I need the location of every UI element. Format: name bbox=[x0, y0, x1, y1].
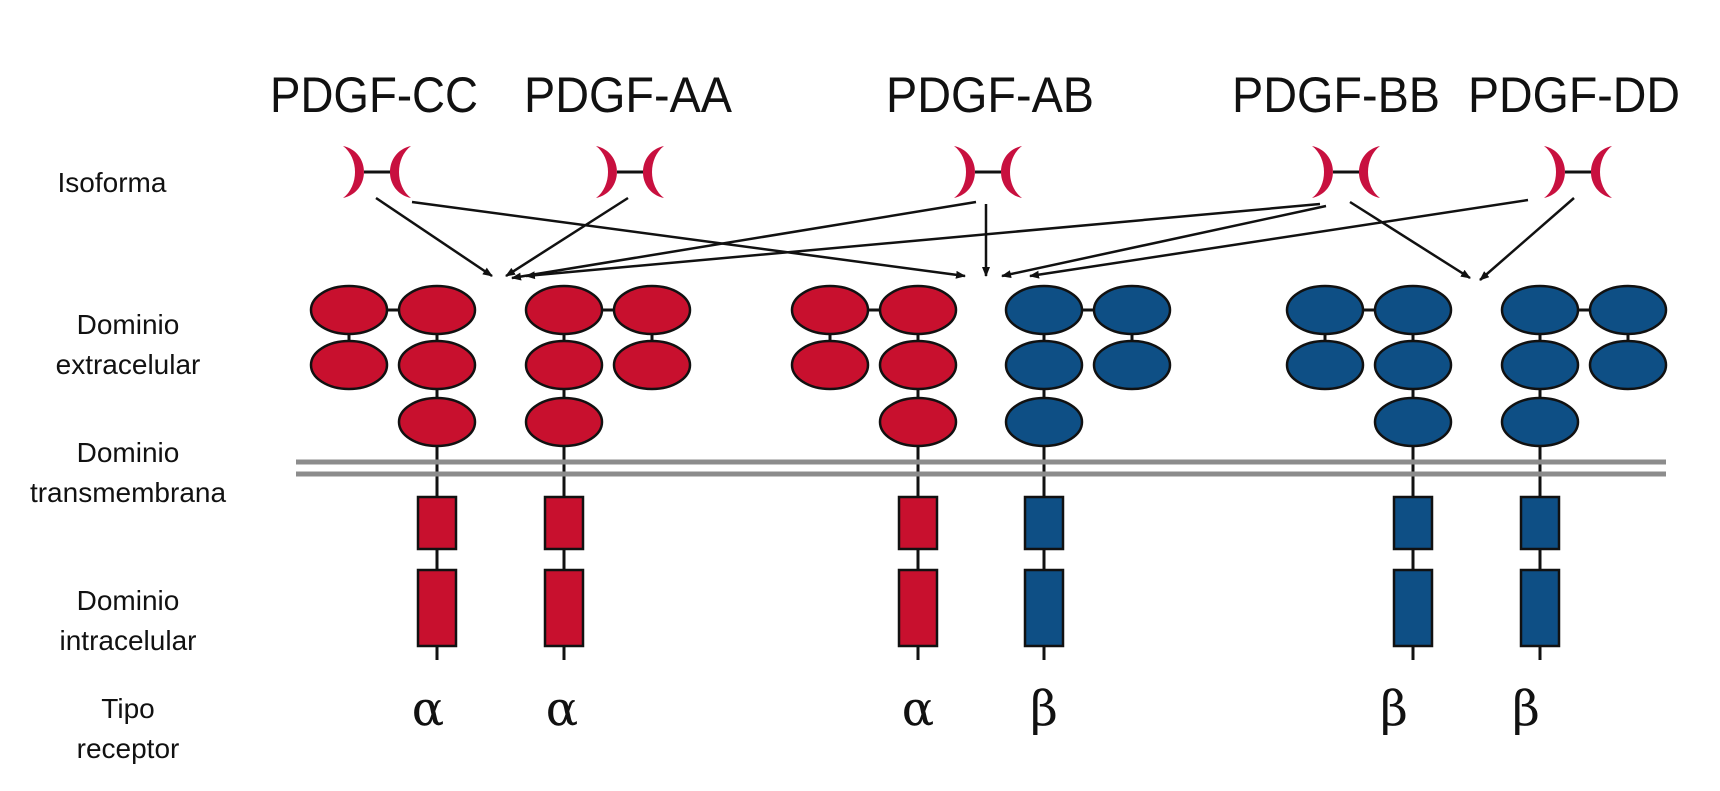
receptor-2-ig-domain-5 bbox=[612, 339, 692, 391]
receptor-1-ig-domain-3 bbox=[397, 396, 477, 448]
row-label-extracelular-2: extracelular bbox=[56, 349, 201, 380]
isoform-name-bb: PDGF-BB bbox=[1232, 67, 1440, 123]
cell-membrane bbox=[296, 459, 1666, 477]
receptor-2-ig-domain-4 bbox=[612, 284, 692, 336]
row-label-isoforma: Isoforma bbox=[58, 167, 167, 198]
receptor-5-kinase-box-1 bbox=[1392, 495, 1434, 551]
arrow-bb-to-ab-receptor bbox=[1001, 204, 1327, 279]
isoform-name-cc: PDGF-CC bbox=[270, 67, 478, 123]
row-label-tipo-receptor-1: Tipo bbox=[101, 693, 154, 724]
row-label-tipo-receptor-2: receptor bbox=[77, 733, 180, 764]
ligand-icon-dd bbox=[1544, 146, 1612, 198]
receptor-type-3: α bbox=[902, 681, 934, 737]
arrow-dd-to-bb-receptor bbox=[1479, 197, 1575, 281]
receptor-4-ig-domain-2 bbox=[1004, 339, 1084, 391]
receptor-5-kinase-box-2 bbox=[1392, 568, 1434, 648]
receptor-5-ig-domain-4 bbox=[1285, 284, 1365, 336]
receptor-2-ig-domain-3 bbox=[524, 396, 604, 448]
receptor-2-kinase-box-2 bbox=[543, 568, 585, 648]
row-label-transmembrana-1: Dominio bbox=[77, 437, 180, 468]
receptor-3-ig-domain-1 bbox=[878, 284, 958, 336]
row-label-transmembrana-2: transmembrana bbox=[30, 477, 227, 508]
receptor-6-ig-domain-2 bbox=[1500, 339, 1580, 391]
isoform-names: PDGF-CC PDGF-AA PDGF-AB PDGF-BB PDGF-DD bbox=[270, 67, 1680, 123]
isoform-name-aa: PDGF-AA bbox=[524, 67, 733, 123]
row-labels: Isoforma Dominio extracelular Dominio tr… bbox=[30, 167, 227, 764]
receptor-6-kinase-box-2 bbox=[1519, 568, 1561, 648]
receptor-3-ig-domain-4 bbox=[790, 284, 870, 336]
receptor-1-ig-domain-1 bbox=[397, 284, 477, 336]
arrow-ab-to-aa-receptor bbox=[511, 200, 977, 281]
receptor-3-ig-domain-2 bbox=[878, 339, 958, 391]
receptor-2-ig-domain-1 bbox=[524, 284, 604, 336]
receptor-6-ig-domain-4 bbox=[1588, 284, 1668, 336]
receptor-1-ig-domain-2 bbox=[397, 339, 477, 391]
arrow-aa-to-aa-receptor bbox=[505, 196, 629, 278]
row-label-extracelular-1: Dominio bbox=[77, 309, 180, 340]
receptor-type-2: α bbox=[546, 681, 578, 737]
receptor-6-kinase-box-1 bbox=[1519, 495, 1561, 551]
receptor-type-labels: α α α β β β bbox=[412, 681, 1540, 737]
receptor-type-4: β bbox=[1030, 681, 1058, 737]
ligand-glyphs bbox=[343, 146, 1612, 198]
receptor-5-ig-domain-1 bbox=[1373, 284, 1453, 336]
binding-arrows bbox=[375, 196, 1575, 281]
arrow-bb-to-aa-receptor bbox=[525, 202, 1321, 280]
receptor-3-kinase-box-1 bbox=[897, 495, 939, 551]
receptor-6-ig-domain-5 bbox=[1588, 339, 1668, 391]
receptor-6-ig-domain-1 bbox=[1500, 284, 1580, 336]
receptor-1-ig-domain-4 bbox=[309, 284, 389, 336]
arrow-bb-to-bb-receptor bbox=[1349, 200, 1471, 280]
arrow-dd-to-ab-receptor bbox=[1029, 198, 1529, 279]
receptor-1-kinase-box-1 bbox=[416, 495, 458, 551]
row-label-intracelular-2: intracelular bbox=[60, 625, 197, 656]
isoform-name-dd: PDGF-DD bbox=[1468, 67, 1680, 123]
receptor-2-ig-domain-2 bbox=[524, 339, 604, 391]
receptor-4-ig-domain-4 bbox=[1092, 284, 1172, 336]
receptor-type-5: β bbox=[1380, 681, 1408, 737]
row-label-intracelular-1: Dominio bbox=[77, 585, 180, 616]
receptor-type-1: α bbox=[412, 681, 444, 737]
receptor-4-kinase-box-1 bbox=[1023, 495, 1065, 551]
receptor-5-ig-domain-5 bbox=[1285, 339, 1365, 391]
receptor-4-kinase-box-2 bbox=[1023, 568, 1065, 648]
isoform-name-ab: PDGF-AB bbox=[886, 67, 1094, 123]
receptor-type-6: β bbox=[1512, 681, 1540, 737]
ligand-icon-cc bbox=[343, 146, 411, 198]
ligand-icon-bb bbox=[1312, 146, 1380, 198]
receptor-4-ig-domain-5 bbox=[1092, 339, 1172, 391]
receptor-3-ig-domain-5 bbox=[790, 339, 870, 391]
arrow-cc-to-aa-receptor bbox=[375, 196, 493, 278]
receptor-5-ig-domain-2 bbox=[1373, 339, 1453, 391]
receptor-1-ig-domain-5 bbox=[309, 339, 389, 391]
receptor-1-kinase-box-2 bbox=[416, 568, 458, 648]
receptor-6-ig-domain-3 bbox=[1500, 396, 1580, 448]
ligand-icon-ab bbox=[954, 146, 1022, 198]
receptor-4-ig-domain-1 bbox=[1004, 284, 1084, 336]
receptor-4-ig-domain-3 bbox=[1004, 396, 1084, 448]
receptor-5-ig-domain-3 bbox=[1373, 396, 1453, 448]
receptor-3-kinase-box-2 bbox=[897, 568, 939, 648]
ligand-icon-aa bbox=[596, 146, 664, 198]
receptors bbox=[309, 284, 1668, 660]
arrow-cc-to-ab-receptor bbox=[411, 200, 966, 279]
receptor-2-kinase-box-1 bbox=[543, 495, 585, 551]
receptor-3-ig-domain-3 bbox=[878, 396, 958, 448]
